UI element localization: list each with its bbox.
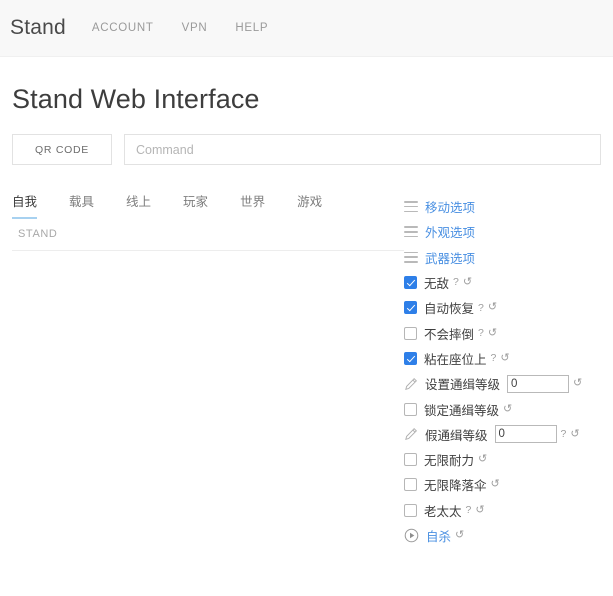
option-row: 无敌?↺ bbox=[404, 270, 601, 295]
hotkey-icon[interactable]: ↺ bbox=[487, 326, 498, 339]
help-icon[interactable]: ? bbox=[560, 428, 567, 441]
option-label: 无限耐力 bbox=[424, 454, 475, 469]
option-label: 不会摔倒 bbox=[424, 327, 475, 342]
option-number-input[interactable] bbox=[494, 425, 557, 444]
option-row: 外观选项 bbox=[404, 219, 601, 244]
options-list: 移动选项外观选项武器选项无敌?↺自动恢复?↺不会摔倒?↺粘在座位上?↺设置通缉等… bbox=[404, 191, 601, 548]
option-row: 无限降落伞↺ bbox=[404, 472, 601, 497]
tab-online[interactable]: 线上 bbox=[126, 195, 152, 209]
hotkey-icon[interactable]: ↺ bbox=[570, 427, 580, 440]
pencil-icon[interactable] bbox=[404, 427, 418, 441]
tab-bar: 自我 载具 线上 玩家 世界 游戏 bbox=[12, 191, 404, 219]
hotkey-icon[interactable]: ↺ bbox=[462, 276, 473, 289]
option-checkbox[interactable] bbox=[404, 503, 417, 517]
help-icon[interactable]: ? bbox=[490, 352, 497, 365]
option-label: 老太太 bbox=[424, 504, 462, 519]
nav-link-vpn[interactable]: VPN bbox=[181, 22, 208, 34]
option-label: 无敌 bbox=[424, 277, 450, 292]
tab-self[interactable]: 自我 bbox=[12, 191, 38, 219]
tab-players[interactable]: 玩家 bbox=[183, 195, 209, 209]
play-circle-icon[interactable] bbox=[404, 528, 419, 543]
hotkey-icon[interactable]: ↺ bbox=[475, 503, 485, 516]
left-column: 自我 载具 线上 玩家 世界 游戏 STAND bbox=[12, 191, 404, 251]
page-body: Stand Web Interface QR CODE 自我 载具 线上 玩家 … bbox=[0, 84, 613, 548]
option-label[interactable]: 移动选项 bbox=[425, 201, 476, 216]
qr-code-button[interactable]: QR CODE bbox=[12, 134, 112, 165]
option-label[interactable]: 武器选项 bbox=[425, 251, 476, 266]
help-icon[interactable]: ? bbox=[478, 301, 484, 314]
tab-game[interactable]: 游戏 bbox=[297, 195, 323, 209]
command-input[interactable] bbox=[124, 134, 601, 165]
option-label: 假通缉等级 bbox=[425, 428, 488, 443]
hotkey-icon[interactable]: ↺ bbox=[487, 301, 498, 314]
help-icon[interactable]: ? bbox=[478, 326, 484, 339]
option-row: 设置通缉等级 ↺ bbox=[404, 371, 601, 396]
option-number-input[interactable] bbox=[507, 374, 570, 393]
tab-world[interactable]: 世界 bbox=[240, 195, 266, 209]
hotkey-icon[interactable]: ↺ bbox=[503, 402, 513, 415]
option-checkbox[interactable] bbox=[404, 276, 417, 290]
option-checkbox[interactable] bbox=[404, 326, 417, 340]
hotkey-icon[interactable]: ↺ bbox=[500, 351, 510, 364]
option-row: 锁定通缉等级↺ bbox=[404, 396, 601, 421]
option-row: 老太太?↺ bbox=[404, 498, 601, 523]
pencil-icon[interactable] bbox=[404, 377, 418, 391]
nav-links: ACCOUNT VPN HELP bbox=[92, 22, 268, 34]
option-checkbox[interactable] bbox=[404, 402, 417, 416]
hotkey-icon[interactable]: ↺ bbox=[573, 377, 583, 390]
option-label: 粘在座位上 bbox=[424, 352, 487, 367]
option-row: 假通缉等级?↺ bbox=[404, 422, 601, 447]
menu-icon[interactable] bbox=[404, 201, 418, 213]
breadcrumb: STAND bbox=[12, 219, 404, 251]
option-checkbox[interactable] bbox=[404, 351, 417, 365]
option-label: 设置通缉等级 bbox=[425, 378, 501, 393]
top-navbar: Stand ACCOUNT VPN HELP bbox=[0, 0, 613, 57]
page-title: Stand Web Interface bbox=[12, 84, 260, 114]
nav-link-account[interactable]: ACCOUNT bbox=[91, 22, 154, 34]
option-label[interactable]: 自杀 bbox=[426, 530, 452, 544]
brand-logo[interactable]: Stand bbox=[10, 16, 66, 39]
hotkey-icon[interactable]: ↺ bbox=[455, 529, 465, 541]
option-row: 不会摔倒?↺ bbox=[404, 320, 601, 345]
option-checkbox[interactable] bbox=[404, 453, 417, 467]
option-row: 武器选项 bbox=[404, 245, 601, 270]
hotkey-icon[interactable]: ↺ bbox=[490, 478, 500, 491]
option-row: 粘在座位上?↺ bbox=[404, 346, 601, 371]
content-area: 自我 载具 线上 玩家 世界 游戏 STAND 移动选项外观选项武器选项无敌?↺… bbox=[12, 191, 601, 548]
option-label: 锁定通缉等级 bbox=[424, 403, 500, 418]
nav-link-help[interactable]: HELP bbox=[235, 22, 269, 34]
option-label: 无限降落伞 bbox=[424, 479, 487, 494]
option-row: 自动恢复?↺ bbox=[404, 295, 601, 320]
menu-icon[interactable] bbox=[404, 251, 418, 263]
help-icon[interactable]: ? bbox=[465, 503, 472, 516]
option-label[interactable]: 外观选项 bbox=[425, 226, 476, 241]
command-bar: QR CODE bbox=[12, 134, 601, 165]
option-row: 自杀↺ bbox=[404, 523, 601, 548]
hotkey-icon[interactable]: ↺ bbox=[478, 453, 488, 466]
option-checkbox[interactable] bbox=[404, 478, 417, 492]
option-row: 移动选项 bbox=[404, 194, 601, 219]
menu-icon[interactable] bbox=[404, 226, 418, 238]
option-label: 自动恢复 bbox=[424, 302, 475, 317]
option-checkbox[interactable] bbox=[404, 301, 417, 315]
tab-vehicle[interactable]: 载具 bbox=[69, 195, 95, 209]
option-row: 无限耐力↺ bbox=[404, 447, 601, 472]
help-icon[interactable]: ? bbox=[453, 276, 459, 289]
